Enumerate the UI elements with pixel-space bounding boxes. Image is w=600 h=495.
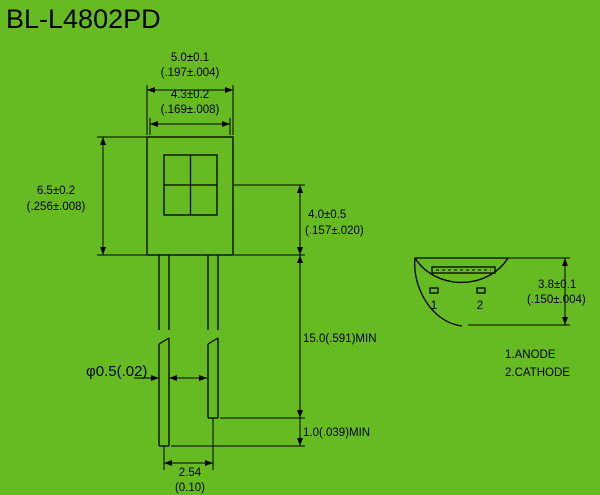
- inner-width-in-label: (.169±.008): [161, 104, 220, 116]
- lead-diameter-label: φ0.5(.02): [86, 363, 147, 380]
- package-body: [146, 136, 234, 256]
- part-number-title: BL-L4802PD: [6, 4, 161, 34]
- outer-width-mm-label: 5.0±0.1: [171, 52, 209, 64]
- outer-width-in-label: (.197±.004): [161, 67, 220, 79]
- lead-end-label: 1.0(.039)MIN: [303, 427, 370, 439]
- body-height-in-label: (.256±.008): [27, 201, 86, 213]
- pin-1-label: 1: [431, 300, 437, 312]
- body-height-dimension: [97, 136, 146, 256]
- pitch-dimension: [163, 418, 214, 470]
- side-height-dimension: [468, 257, 570, 326]
- lead-right: [207, 255, 219, 419]
- lead-length-label: 15.0(.591)MIN: [303, 333, 377, 345]
- body-height-mm-label: 6.5±0.2: [37, 185, 75, 197]
- legend-anode: 1.ANODE: [505, 349, 556, 361]
- lead-left: [158, 255, 170, 447]
- outer-width-dimension: [146, 85, 234, 135]
- legend-cathode: 2.CATHODE: [505, 367, 570, 379]
- pin-2-label: 2: [477, 300, 483, 312]
- lead-diameter-leader: [134, 375, 207, 381]
- window-height-mm-label: 4.0±0.5: [308, 209, 346, 221]
- lead-length-dimension: [220, 255, 305, 419]
- side-height-mm-label: 3.8±0.1: [538, 279, 576, 291]
- pitch-in-label: (0.10): [175, 482, 205, 494]
- window-height-in-label: (.157±.020): [305, 225, 364, 237]
- side-height-in-label: (.150±.004): [527, 294, 586, 306]
- inner-width-dimension: [149, 118, 231, 135]
- lead-end-dimension: [171, 418, 305, 447]
- inner-width-mm-label: 4.3±0.2: [171, 89, 209, 101]
- window-height-dimension: [234, 184, 305, 256]
- side-view-package: [413, 257, 510, 327]
- pitch-mm-label: 2.54: [179, 467, 202, 479]
